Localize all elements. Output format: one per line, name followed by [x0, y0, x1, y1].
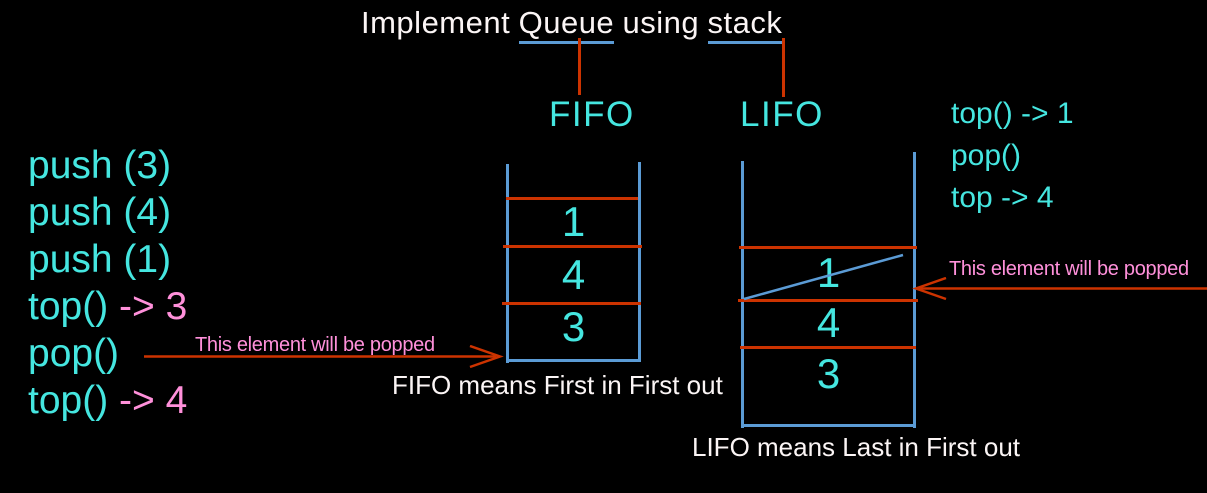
lifo-stack-bottom	[741, 424, 916, 427]
fifo-stack-bottom	[506, 359, 641, 362]
lifo-stack-item: 4	[816, 299, 841, 346]
arrow-left-icon	[912, 277, 1207, 301]
fifo-stack-item: 4	[561, 251, 586, 298]
lifo-stack-separator	[740, 346, 916, 349]
op-text: push (3)	[28, 144, 172, 187]
op-text: push (1)	[28, 238, 172, 281]
op-line: top() -> 4	[28, 377, 187, 424]
title-word-stack-underlined: stack	[707, 5, 783, 44]
title-word-queue-underlined: Queue	[518, 5, 615, 44]
op-line: push (3)	[28, 142, 187, 189]
op-line: pop()	[28, 330, 187, 377]
op-result: -> 3	[119, 285, 188, 328]
fifo-caption: FIFO means First in First out	[392, 370, 723, 400]
fifo-label: FIFO	[549, 95, 635, 134]
lifo-stack-left-wall	[741, 161, 744, 428]
op-line: top() -> 3	[28, 283, 187, 330]
left-popped-annotation: This element will be popped	[195, 334, 435, 356]
op-result: -> 4	[119, 379, 188, 422]
lifo-stack-separator	[739, 246, 917, 249]
fifo-stack-separator	[503, 245, 642, 248]
stack-to-lifo-connector-line	[782, 38, 785, 97]
left-operations-list: push (3) push (4) push (1) top() -> 3 po…	[28, 142, 187, 424]
fifo-stack-item: 1	[561, 198, 586, 245]
fifo-stack-right-wall	[638, 162, 641, 361]
op-line: pop()	[951, 139, 1022, 172]
op-line: top -> 4	[951, 181, 1054, 214]
fifo-stack-separator	[502, 302, 641, 305]
lifo-stack-separator	[738, 299, 918, 302]
lifo-stack-item: 1	[816, 249, 841, 296]
op-text: top()	[28, 285, 120, 328]
fifo-stack-item: 3	[561, 303, 586, 350]
op-text: push (4)	[28, 191, 172, 234]
op-text: pop()	[28, 332, 120, 375]
queue-to-fifo-connector-line	[578, 38, 581, 95]
op-line: push (1)	[28, 236, 187, 283]
lifo-stack-item: 3	[816, 350, 841, 397]
right-popped-annotation: This element will be popped	[949, 258, 1189, 280]
title-word: Implement	[361, 5, 511, 40]
op-text: top()	[28, 379, 120, 422]
arrow-right-icon	[144, 345, 504, 369]
fifo-stack-left-wall	[506, 164, 509, 363]
lifo-stack-right-wall	[913, 152, 916, 428]
title-word: using	[622, 5, 700, 40]
lifo-label: LIFO	[740, 95, 824, 134]
lifo-caption: LIFO means Last in First out	[692, 432, 1021, 462]
op-line: top() -> 1	[951, 97, 1074, 130]
op-line: push (4)	[28, 189, 187, 236]
fifo-stack-separator	[506, 197, 638, 200]
right-operations-list: top() -> 1 pop() top -> 4	[951, 93, 1074, 219]
strike-line-icon	[743, 253, 904, 301]
